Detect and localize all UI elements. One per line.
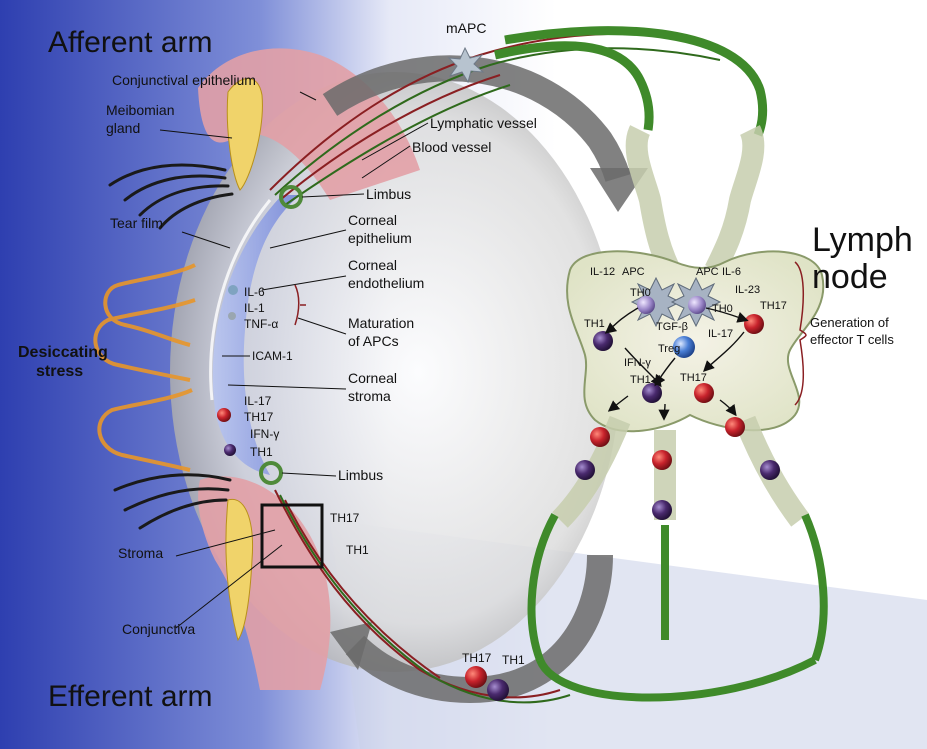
apc-right-label: APC [696, 266, 719, 278]
desiccating-stress-label-2: stress [36, 363, 83, 380]
apc-left-label: APC [622, 266, 645, 278]
inset-th1-label: TH1 [346, 543, 369, 557]
mapc-label: mAPC [446, 20, 486, 36]
th0-right-label: TH0 [712, 303, 733, 315]
generation-label-1: Generation of [810, 315, 889, 330]
th17-right-label: TH17 [760, 300, 787, 312]
node-il6-label: IL-6 [722, 266, 741, 278]
afferent-arm-heading: Afferent arm [48, 26, 213, 59]
tear-film-label: Tear film [110, 215, 163, 231]
meibomian-label-2: gland [106, 120, 140, 136]
maturation-label-2: of APCs [348, 333, 399, 349]
th1-cornea-label: TH1 [250, 445, 273, 459]
tnfa-label: TNF-α [244, 317, 278, 331]
th17-cell [652, 450, 672, 470]
corneal-epithelium-label-2: epithelium [348, 230, 412, 246]
corneal-epithelium-label-1: Corneal [348, 212, 397, 228]
th17-cell-bottom [694, 383, 714, 403]
meibomian-label-1: Meibomian [106, 102, 174, 118]
th1-cell-cornea [224, 444, 236, 456]
il1-label: IL-1 [244, 301, 265, 315]
conjunctiva-label: Conjunctiva [122, 621, 195, 637]
th1-cell [575, 460, 595, 480]
efferent-arm-heading: Efferent arm [48, 680, 213, 713]
efferent-th1-label: TH1 [502, 653, 525, 667]
cytokine-dot [228, 312, 236, 320]
apc-cell [228, 285, 238, 295]
th17-cell [725, 417, 745, 437]
node-il17-label: IL-17 [708, 328, 733, 340]
th1-cell [652, 500, 672, 520]
corneal-endothelium-label-1: Corneal [348, 257, 397, 273]
generation-label-2: effector T cells [810, 332, 894, 347]
il12-label: IL-12 [590, 266, 615, 278]
th17-cell-cornea [217, 408, 231, 422]
th1-left-label: TH1 [584, 318, 605, 330]
corneal-endothelium-label-2: endothelium [348, 275, 424, 291]
icam1-label: ICAM-1 [252, 349, 293, 363]
maturation-label-1: Maturation [348, 315, 414, 331]
il23-label: IL-23 [735, 284, 760, 296]
treg-label: Treg [658, 343, 680, 355]
blood-vessel-label: Blood vessel [412, 139, 491, 155]
th0-left-label: TH0 [630, 287, 651, 299]
th0-cell-right [688, 296, 706, 314]
conjunctival-epithelium-label: Conjunctival epithelium [112, 72, 256, 88]
th1-cell [760, 460, 780, 480]
corneal-stroma-label-2: stroma [348, 388, 391, 404]
tgfb-label: TGF-β [656, 321, 688, 333]
th1-cell-node [593, 331, 613, 351]
lymph-node-heading-line2: node [812, 258, 888, 296]
il6-label: IL-6 [244, 285, 265, 299]
th17-cell [590, 427, 610, 447]
node-ifng-label: IFN-γ [624, 357, 651, 369]
desiccating-stress-label-1: Desiccating [18, 344, 108, 361]
th1-bottom-label: TH1 [630, 374, 651, 386]
th17-cornea-label: TH17 [244, 410, 274, 424]
efferent-th17-label: TH17 [462, 651, 492, 665]
inset-th17-label: TH17 [330, 511, 360, 525]
lymph-node-heading-line1: Lymph [812, 221, 913, 259]
th17-cell-efferent [465, 666, 487, 688]
limbus-top-label: Limbus [366, 186, 411, 202]
limbus-bottom-label: Limbus [338, 467, 383, 483]
th1-cell-bottom [642, 383, 662, 403]
lymphatic-vessel-label: Lymphatic vessel [430, 115, 537, 131]
th17-bottom-label: TH17 [680, 372, 707, 384]
th1-cell-efferent [487, 679, 509, 701]
ifng-cornea-label: IFN-γ [250, 427, 279, 441]
il17-cornea-label: IL-17 [244, 394, 272, 408]
th17-cell-node [744, 314, 764, 334]
corneal-stroma-label-1: Corneal [348, 370, 397, 386]
stroma-label: Stroma [118, 545, 163, 561]
